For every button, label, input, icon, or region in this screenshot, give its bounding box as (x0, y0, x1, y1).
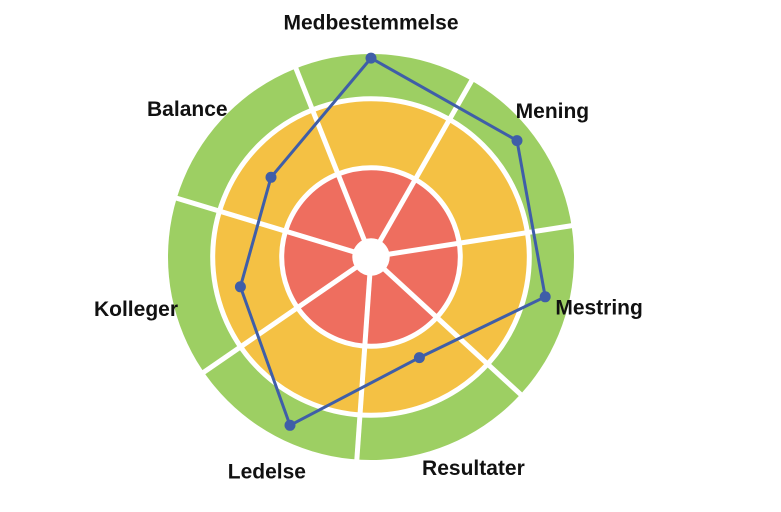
score-bands (168, 54, 574, 460)
sector-divider-4 (200, 261, 363, 376)
sector-divider-5 (174, 195, 361, 256)
sector-divider-1 (382, 222, 574, 258)
score-point-resultater (413, 352, 425, 364)
score-point-mening (511, 135, 523, 147)
score-series (234, 52, 551, 431)
score-point-ledelse (284, 419, 296, 431)
axis-label-mestring: Mestring (555, 297, 643, 320)
axis-label-ledelse: Ledelse (228, 461, 306, 484)
band-separator-3 (210, 96, 532, 418)
axis-label-kolleger: Kolleger (94, 298, 178, 321)
score-polygon (238, 56, 547, 427)
axis-label-balance: Balance (147, 98, 228, 121)
score-point-balance (265, 171, 277, 183)
sector-divider-2 (378, 263, 524, 398)
band-separator-2 (279, 165, 463, 349)
sector-dividers (174, 65, 574, 462)
score-point-mestring (539, 291, 551, 303)
score-point-medbestemmelse (365, 52, 377, 64)
sector-divider-6 (292, 65, 369, 247)
axis-label-mening: Mening (516, 100, 590, 123)
sector-divider-3 (354, 269, 373, 462)
band-ring-0 (354, 240, 388, 274)
axis-label-resultater: Resultater (422, 457, 525, 480)
score-point-kolleger (234, 281, 246, 293)
axis-label-medbestemmelse: Medbestemmelse (283, 12, 458, 35)
